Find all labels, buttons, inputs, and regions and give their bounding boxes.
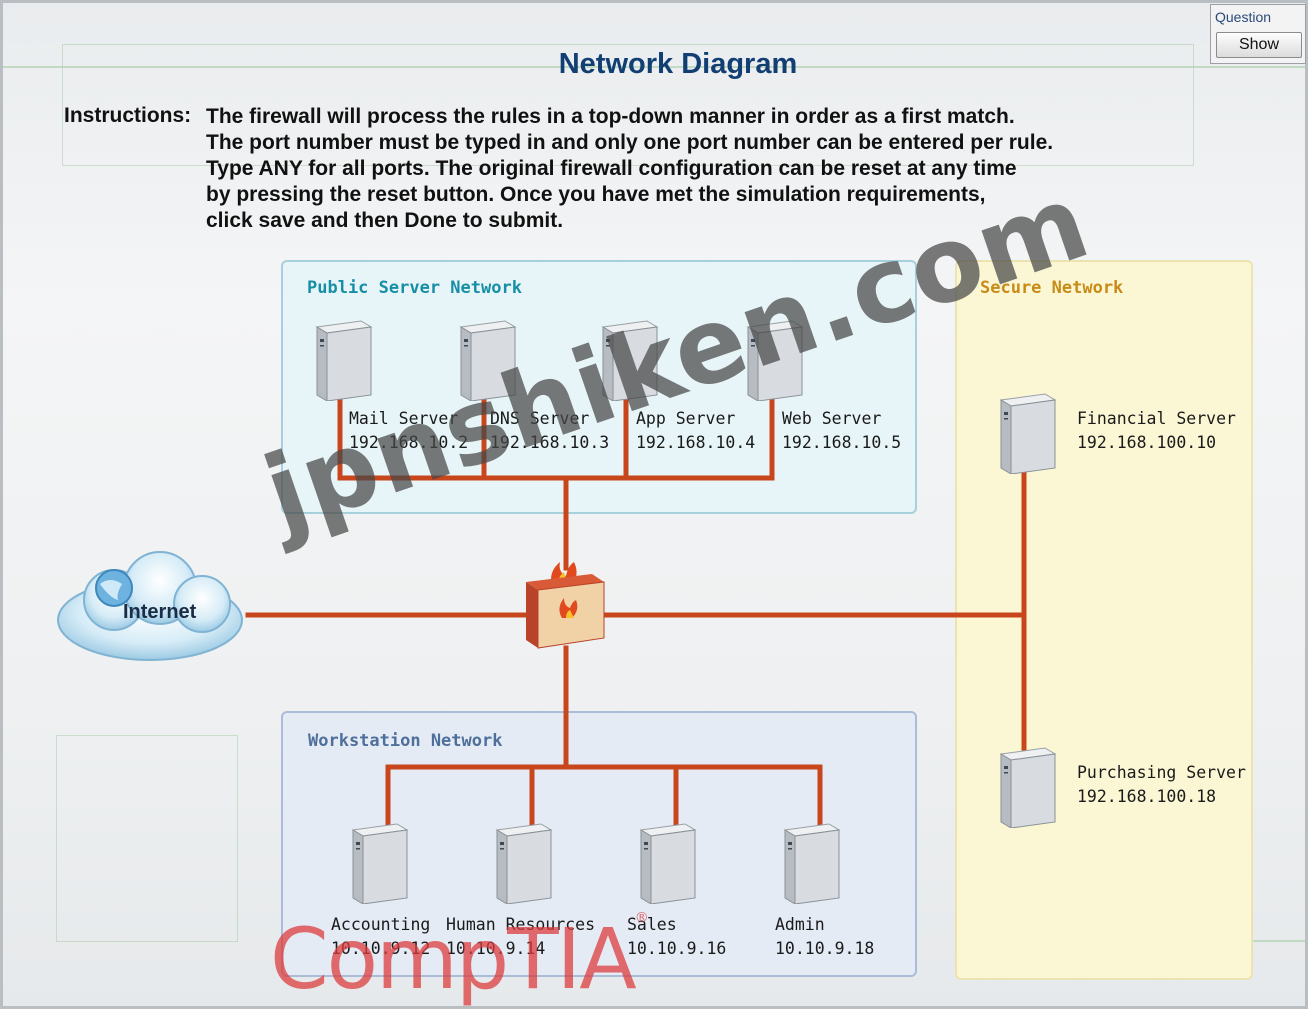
sales-workstation-icon	[631, 820, 697, 904]
accounting-label: Accounting 10.10.9.12	[331, 913, 430, 961]
workstation-ip: 10.10.9.16	[627, 939, 727, 958]
server-ip: 192.168.10.4	[636, 433, 756, 452]
hr-workstation-icon	[487, 820, 553, 904]
server-name: App Server	[636, 409, 736, 428]
workstation-ip: 10.10.9.12	[331, 939, 431, 958]
hr-label: Human Resources 10.10.9.14	[446, 913, 595, 961]
mail-server-icon	[307, 317, 373, 401]
sales-label: Sales 10.10.9.16	[627, 913, 726, 961]
public-server-network-zone	[281, 260, 917, 514]
instructions-line: The port number must be typed in and onl…	[206, 131, 1054, 154]
server-ip: 192.168.10.2	[349, 433, 469, 452]
workstation-name: Human Resources	[446, 915, 596, 934]
workstation-ip: 10.10.9.18	[775, 939, 875, 958]
server-ip: 192.168.100.10	[1077, 433, 1217, 452]
server-name: Financial Server	[1077, 409, 1236, 428]
app-server-label: App Server 192.168.10.4	[636, 407, 755, 455]
background-decoration	[56, 735, 238, 942]
financial-server-label: Financial Server 192.168.100.10	[1077, 407, 1236, 455]
admin-label: Admin 10.10.9.18	[775, 913, 874, 961]
cloud-icon	[52, 548, 250, 670]
workstation-ip: 10.10.9.14	[446, 939, 546, 958]
internet-label: Internet	[123, 601, 197, 623]
page-title: Network Diagram	[558, 48, 798, 80]
server-ip: 192.168.10.5	[782, 433, 902, 452]
server-name: Mail Server	[349, 409, 459, 428]
instructions-text: The firewall will process the rules in a…	[206, 104, 1166, 234]
question-panel: Question Show	[1210, 4, 1306, 64]
background-decoration	[62, 44, 1194, 166]
dns-server-label: DNS Server 192.168.10.3	[490, 407, 609, 455]
server-name: Purchasing Server	[1077, 763, 1246, 782]
server-ip: 192.168.100.18	[1077, 787, 1217, 806]
server-name: Web Server	[782, 409, 882, 428]
server-name: DNS Server	[490, 409, 590, 428]
web-server-icon	[738, 317, 804, 401]
app-server-icon	[593, 317, 659, 401]
firewall-icon	[522, 556, 606, 652]
admin-workstation-icon	[775, 820, 841, 904]
dns-server-icon	[451, 317, 517, 401]
instructions-line: The firewall will process the rules in a…	[206, 105, 1015, 128]
secure-network-title: Secure Network	[980, 278, 1124, 298]
instructions-label: Instructions:	[64, 104, 192, 127]
mail-server-label: Mail Server 192.168.10.2	[349, 407, 468, 455]
question-label: Question	[1215, 9, 1272, 25]
purchasing-server-label: Purchasing Server 192.168.100.18	[1077, 761, 1246, 809]
accounting-workstation-icon	[343, 820, 409, 904]
web-server-label: Web Server 192.168.10.5	[782, 407, 901, 455]
public-network-title: Public Server Network	[307, 278, 522, 298]
purchasing-server-icon	[991, 744, 1057, 828]
background-decoration	[1240, 940, 1308, 942]
instructions-line: click save and then Done to submit.	[206, 209, 564, 232]
instructions-line: Type ANY for all ports. The original fir…	[206, 157, 1017, 180]
show-question-button[interactable]: Show	[1216, 32, 1302, 58]
workstation-name: Sales	[627, 915, 677, 934]
workstation-name: Admin	[775, 915, 825, 934]
workstation-name: Accounting	[331, 915, 431, 934]
secure-network-zone	[955, 260, 1253, 980]
background-decoration	[0, 66, 1308, 68]
financial-server-icon	[991, 390, 1057, 474]
instructions-line: by pressing the reset button. Once you h…	[206, 183, 986, 206]
server-ip: 192.168.10.3	[490, 433, 610, 452]
workstation-network-title: Workstation Network	[308, 731, 503, 751]
